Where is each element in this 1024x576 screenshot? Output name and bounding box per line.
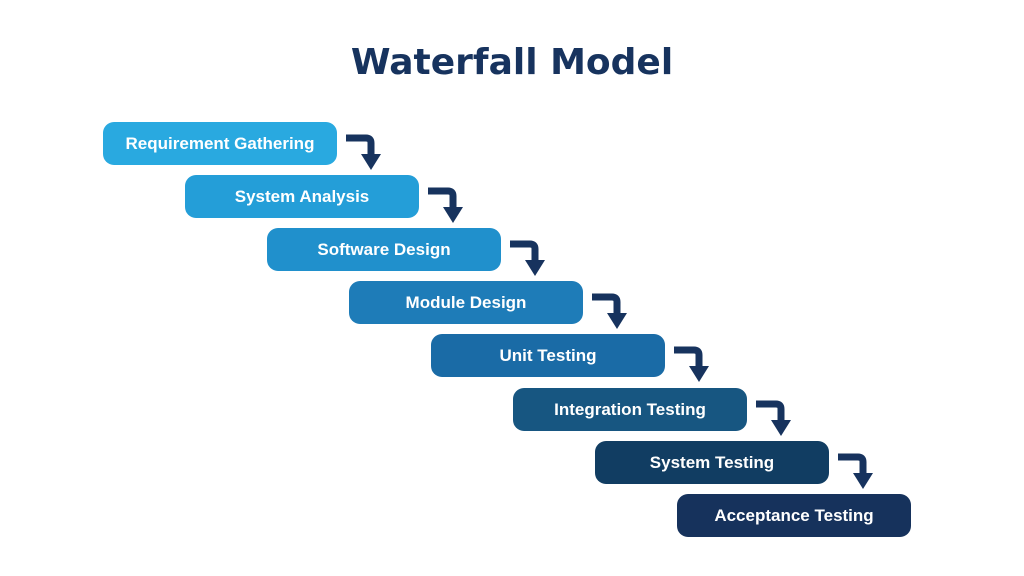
stage-label: Requirement Gathering	[125, 133, 315, 153]
stage-label: Unit Testing	[499, 345, 597, 365]
stage-system-testing: System Testing	[595, 441, 829, 484]
stage-label: Module Design	[405, 292, 527, 312]
elbow-arrow-icon	[592, 293, 627, 329]
stage-acceptance-testing: Acceptance Testing	[677, 494, 911, 537]
stage-label: Integration Testing	[554, 399, 706, 419]
stage-integration-testing: Integration Testing	[513, 388, 747, 431]
elbow-arrow-icon	[428, 187, 463, 223]
elbow-arrow-icon	[674, 346, 709, 382]
stage-unit-testing: Unit Testing	[431, 334, 665, 377]
elbow-arrow-icon	[510, 240, 545, 276]
elbow-arrow-icon	[838, 453, 873, 489]
stage-label: System Analysis	[234, 186, 370, 206]
stage-label: Software Design	[317, 239, 451, 259]
stage-requirement-gathering: Requirement Gathering	[103, 122, 337, 165]
stage-label: Acceptance Testing	[714, 505, 874, 525]
stage-module-design: Module Design	[349, 281, 583, 324]
elbow-arrow-icon	[756, 400, 791, 436]
elbow-arrow-icon	[346, 134, 381, 170]
diagram-title: Waterfall Model	[350, 42, 674, 83]
stage-software-design: Software Design	[267, 228, 501, 271]
stage-label: System Testing	[649, 452, 775, 472]
stage-system-analysis: System Analysis	[185, 175, 419, 218]
